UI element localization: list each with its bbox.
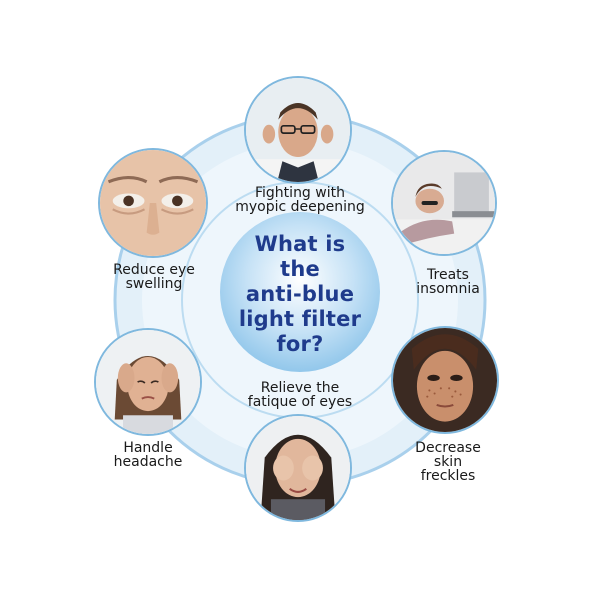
woman-asleep-at-desk-photo xyxy=(391,150,497,256)
label-line: Treats xyxy=(427,267,469,283)
label-line: Reduce eye xyxy=(113,262,195,278)
label-line: skin xyxy=(433,454,463,470)
label-myopia: Fighting with myopic deepening xyxy=(216,186,384,214)
man-with-glasses-photo xyxy=(244,76,352,184)
woman-holding-head-photo xyxy=(94,328,202,436)
center-line: for? xyxy=(276,332,324,356)
woman-rubbing-eyes-photo xyxy=(244,414,352,522)
freckled-face-photo xyxy=(391,326,499,434)
center-line: What is xyxy=(254,232,346,256)
center-line: light filter xyxy=(238,307,362,331)
label-freckles: Decrease skin freckles xyxy=(398,441,498,483)
label-line: Relieve the xyxy=(260,380,340,396)
center-line: the xyxy=(280,257,320,281)
label-line: headache xyxy=(113,454,183,470)
label-insomnia: Treats insomnia xyxy=(398,268,498,296)
center-line: anti-blue xyxy=(245,282,355,306)
label-line: freckles xyxy=(420,468,476,484)
label-line: Fighting with xyxy=(255,185,345,201)
label-line: myopic deepening xyxy=(235,199,365,215)
eyes-closeup-photo xyxy=(98,148,208,258)
label-line: swelling xyxy=(125,276,183,292)
label-line: fatique of eyes xyxy=(247,394,353,410)
label-headache: Handle headache xyxy=(98,441,198,469)
label-line: insomnia xyxy=(416,281,480,297)
center-question: What is the anti-blue light filter for? xyxy=(205,232,395,357)
label-swelling: Reduce eye swelling xyxy=(98,263,210,291)
label-line: Handle xyxy=(123,440,173,456)
label-fatigue: Relieve the fatique of eyes xyxy=(226,381,374,409)
label-line: Decrease xyxy=(415,440,481,456)
center-circle xyxy=(220,212,380,372)
